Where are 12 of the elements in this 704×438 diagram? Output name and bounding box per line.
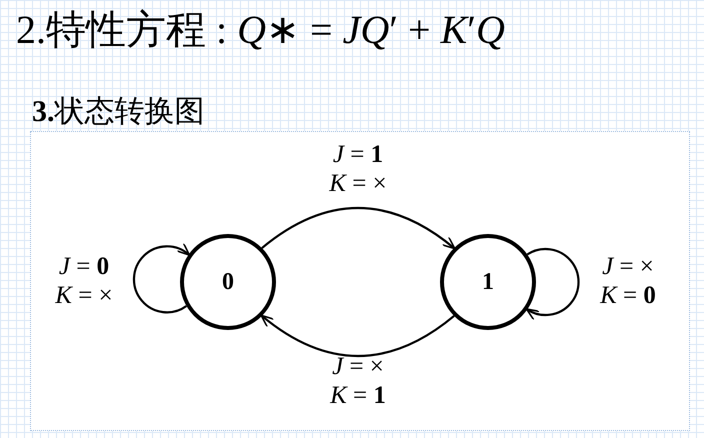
edge-label: J = × K = 1 (328, 352, 387, 410)
edge-label: J = × K = 0 (598, 252, 657, 310)
transition-arrow (261, 207, 456, 250)
heading: 2.特性方程 : Q∗ = JQ′ + K′Q (16, 6, 505, 54)
edge-label: J = 1 K = × (328, 140, 388, 198)
state-label: 1 (482, 270, 494, 294)
state-label: 0 (222, 270, 234, 294)
section-heading: 3.状态转换图 (32, 94, 204, 130)
transition-arrow (526, 248, 580, 320)
edge-label: J = 0 K = × (54, 252, 114, 310)
transition-arrow (260, 314, 455, 357)
transition-arrow (132, 243, 190, 314)
